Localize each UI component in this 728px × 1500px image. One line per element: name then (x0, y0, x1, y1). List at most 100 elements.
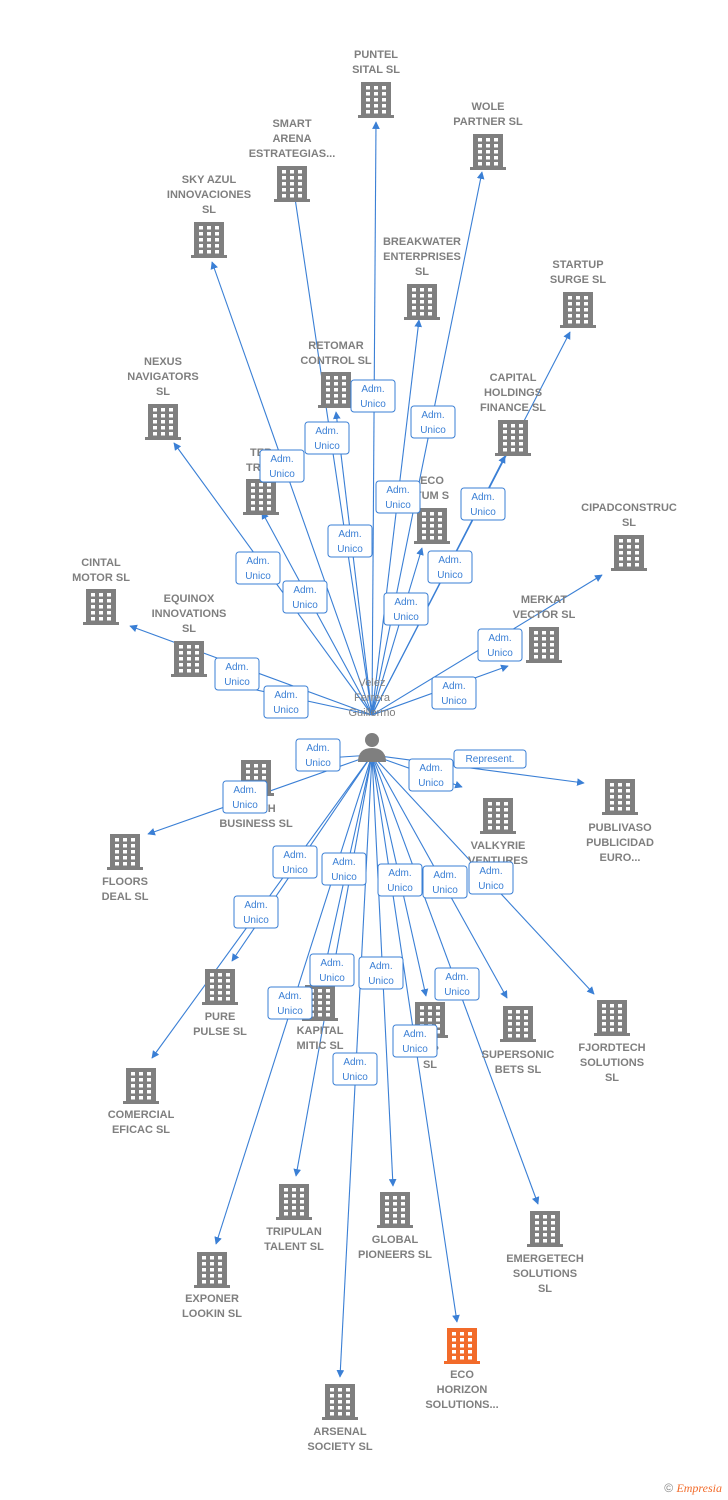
company-label: ENTERPRISES (383, 251, 461, 263)
building-icon (171, 641, 207, 677)
edge-label-cipad[interactable]: Adm.Unico (477, 628, 523, 662)
edge-label-ter[interactable]: Adm.Unico (282, 580, 328, 614)
edge-label-text: Adm. (361, 384, 384, 395)
company-label: PUBLICIDAD (586, 837, 654, 849)
edge-label-nexus[interactable]: Adm.Unico (235, 551, 281, 585)
building-icon (123, 1068, 159, 1104)
edge-label-exponer[interactable]: Adm.Unico (267, 986, 313, 1020)
edge-label-pure[interactable]: Adm.Unico (272, 845, 318, 879)
edge-label-skyazul[interactable]: Adm.Unico (259, 449, 305, 483)
edge-label-box (235, 551, 281, 585)
edge-label-kapital[interactable]: Adm.Unico (321, 852, 367, 886)
edge-label-eco1[interactable]: Adm.Unico (383, 592, 429, 626)
company-label: HOLDINGS (484, 387, 542, 399)
company-label: TUM S (415, 490, 449, 502)
edge-label-tripulan[interactable]: Adm.Unico (309, 953, 355, 987)
edge-label-ecohorizon[interactable]: Adm.Unico (392, 1024, 438, 1058)
company-label: CONTROL SL (300, 355, 372, 367)
edge-label-text: Adm. (315, 426, 338, 437)
edge-label-startup[interactable]: Adm.Unico (460, 487, 506, 521)
edge-label-merkat[interactable]: Adm.Unico (431, 676, 477, 710)
company-label: BREAKWATER (383, 236, 461, 248)
edge-label-wole[interactable]: Adm.Unico (410, 405, 456, 439)
edge-label-text: Unico (478, 881, 504, 892)
edge-label-puntel[interactable]: Adm.Unico (350, 379, 396, 413)
company-node-smart[interactable]: SMARTARENAESTRATEGIAS... (249, 118, 336, 202)
edge-label-text: Unico (305, 758, 331, 769)
edge-label-supersonic[interactable]: Adm.Unico (422, 865, 468, 899)
edge-label-vip[interactable]: Adm.Unico (377, 863, 423, 897)
building-icon (414, 508, 450, 544)
edge-label-fjordtech[interactable]: Adm.Unico (468, 861, 514, 895)
edge-label-floors[interactable]: Adm.Unico (222, 780, 268, 814)
edge-label-emergetech[interactable]: Adm.Unico (434, 967, 480, 1001)
company-label: FLOORS (102, 876, 148, 888)
edge-label-breakwater[interactable]: Adm.Unico (375, 480, 421, 514)
person-name: Velez (359, 677, 386, 689)
edge-label-valkyrie[interactable]: Adm.Unico (408, 758, 454, 792)
company-node-valkyrie[interactable]: VALKYRIEVENTURESSL (468, 798, 528, 882)
edge-label-text: Adm. (306, 743, 329, 754)
edge-label-box (304, 421, 350, 455)
edge-label-retomar[interactable]: Adm.Unico (327, 524, 373, 558)
building-icon (322, 1384, 358, 1420)
company-label: VALKYRIE (471, 840, 526, 852)
edge-label-global[interactable]: Adm.Unico (358, 956, 404, 990)
edge-label-text: Adm. (274, 690, 297, 701)
company-node-ecohorizon[interactable]: ECOHORIZONSOLUTIONS... (425, 1328, 499, 1411)
edge-label-box (272, 845, 318, 879)
edge-label-text: Unico (273, 705, 299, 716)
company-label: CIPADCONSTRUC (581, 502, 677, 514)
company-label: SL (156, 386, 170, 398)
edge-label-smart[interactable]: Adm.Unico (304, 421, 350, 455)
edge-label-text: Unico (385, 500, 411, 511)
company-label: PIONEERS SL (358, 1249, 432, 1261)
edge-label-text: Unico (487, 648, 513, 659)
edge-label-arsenal[interactable]: Adm.Unico (332, 1052, 378, 1086)
edge-label-box (422, 865, 468, 899)
edge-label-cintal[interactable]: Adm.Unico (214, 657, 260, 691)
edge-label-box (427, 550, 473, 584)
edge-label-comercial[interactable]: Adm.Unico (233, 895, 279, 929)
edge-label-publivaso[interactable]: Represent. (453, 749, 527, 769)
edge-label-box (477, 628, 523, 662)
edge-label-bpath[interactable]: Adm. Unico (295, 738, 341, 772)
edge-label-text: Unico (282, 865, 308, 876)
edge-label-text: Unico (402, 1044, 428, 1055)
edge-label-box (453, 749, 527, 769)
edge-label-text: Adm. (388, 868, 411, 879)
company-label: CINTAL (81, 557, 121, 569)
edge-label-equinox[interactable]: Adm. Unico (263, 685, 309, 719)
building-icon (495, 420, 531, 456)
edge-label-capital[interactable]: Adm.Unico (427, 550, 473, 584)
edge-label-text: Adm. (442, 681, 465, 692)
edge-label-text: Adm. (343, 1057, 366, 1068)
building-icon (107, 834, 143, 870)
company-node-publivaso[interactable]: PUBLIVASOPUBLICIDADEURO... (586, 779, 654, 864)
